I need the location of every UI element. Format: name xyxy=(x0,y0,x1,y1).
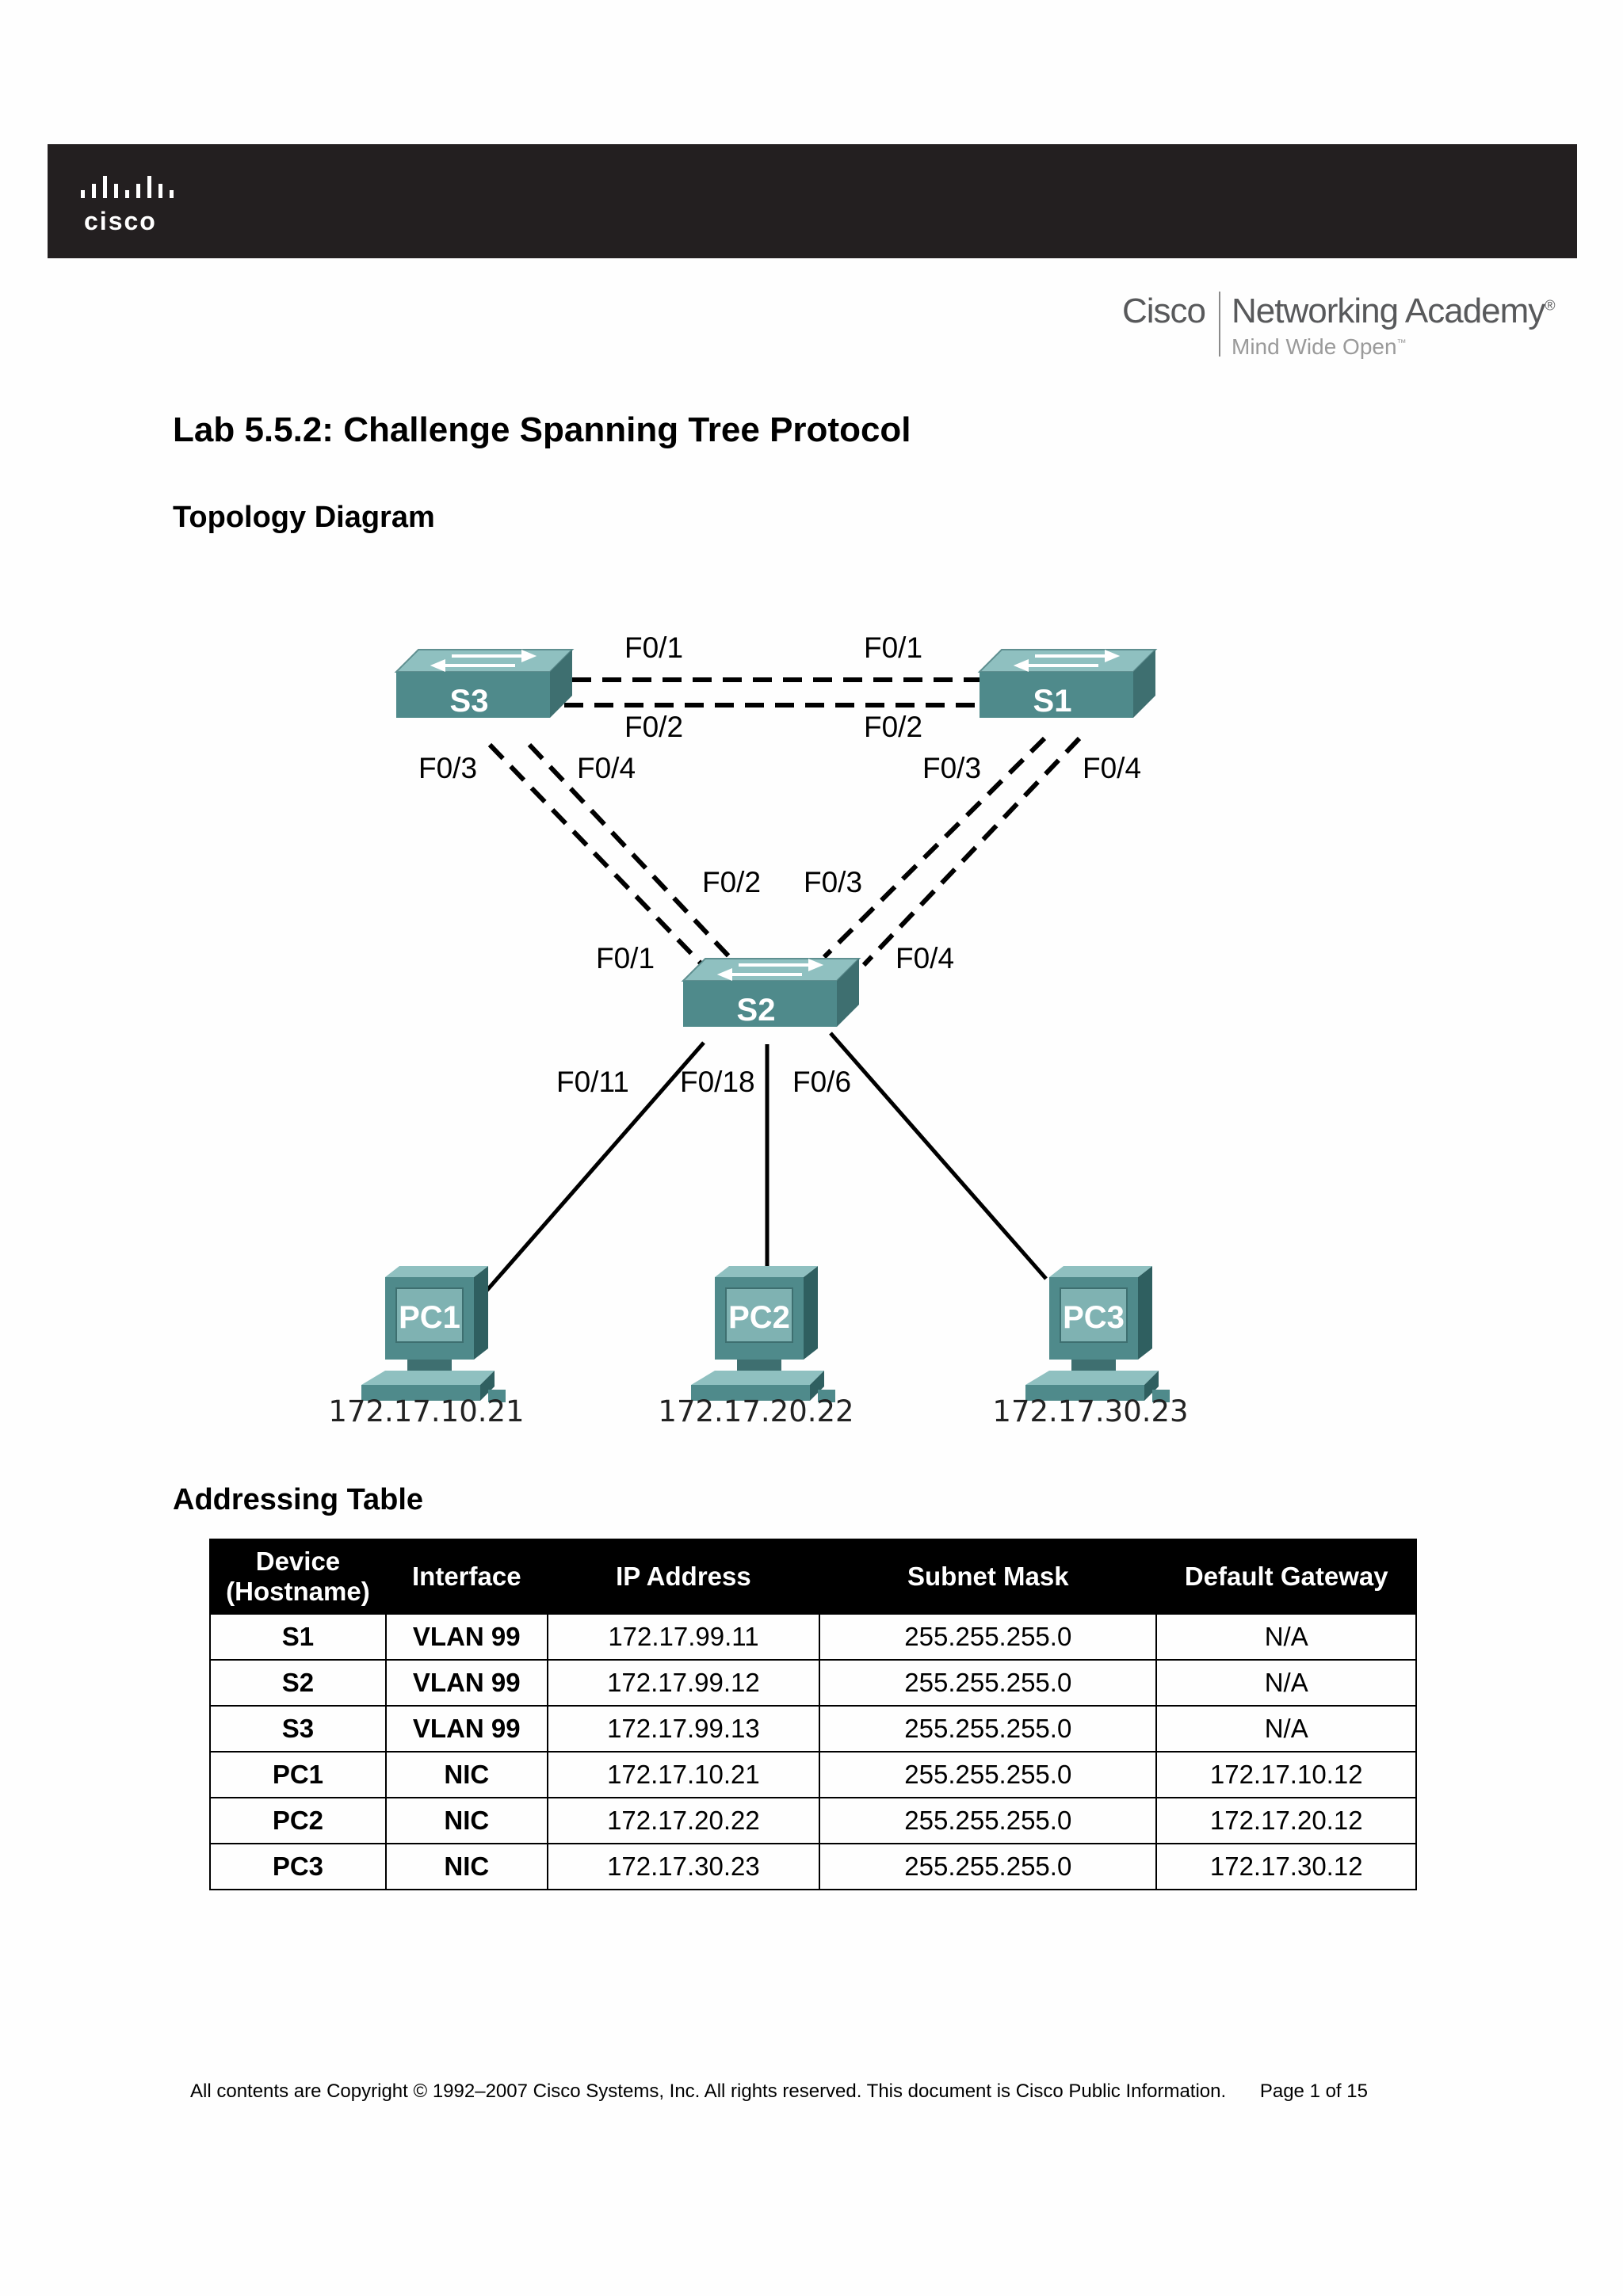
port-label: F0/3 xyxy=(418,752,477,784)
ip-cell: 172.17.99.11 xyxy=(546,1613,821,1661)
cisco-logo: cisco xyxy=(81,176,174,235)
gateway-cell: N/A xyxy=(1155,1659,1417,1707)
port-label: F0/4 xyxy=(1083,752,1141,784)
topology-heading: Topology Diagram xyxy=(173,501,435,534)
link-s2-pc1 xyxy=(480,1041,705,1298)
academy-logo: Cisco Networking Academy® Mind Wide Open… xyxy=(1122,292,1582,371)
ip-cell: 172.17.99.12 xyxy=(546,1659,821,1707)
gateway-cell: N/A xyxy=(1155,1705,1417,1753)
device-cell: PC2 xyxy=(209,1797,387,1844)
port-label: F0/6 xyxy=(792,1066,851,1098)
pc2: PC2 xyxy=(690,1265,836,1403)
port-label: F0/11 xyxy=(556,1066,629,1098)
header-bar: cisco xyxy=(48,144,1577,258)
ip-cell: 172.17.10.21 xyxy=(546,1751,821,1798)
ip-cell: 172.17.30.23 xyxy=(546,1843,821,1890)
link-s2-pc3 xyxy=(829,1032,1048,1280)
port-label: F0/4 xyxy=(896,942,954,974)
academy-tagline: Mind Wide Open™ xyxy=(1232,334,1407,359)
device-cell: S1 xyxy=(209,1613,387,1661)
mask-cell: 255.255.255.0 xyxy=(819,1705,1158,1753)
mask-cell: 255.255.255.0 xyxy=(819,1613,1158,1661)
column-header: Subnet Mask xyxy=(819,1539,1158,1615)
table-row: PC3 NIC 172.17.30.23 255.255.255.0 172.1… xyxy=(209,1843,1417,1890)
table-header-row: Device(Hostname) Interface IP Address Su… xyxy=(209,1539,1417,1615)
port-label: F0/18 xyxy=(680,1066,755,1098)
switch-s1-label: S1 xyxy=(1033,684,1072,719)
academy-name: Networking Academy® xyxy=(1232,292,1556,330)
gateway-cell: 172.17.20.12 xyxy=(1155,1797,1417,1844)
link-s1-s2-f04 xyxy=(861,736,1082,967)
interface-cell: VLAN 99 xyxy=(384,1659,548,1707)
port-label: F0/2 xyxy=(864,711,922,743)
table-row: PC2 NIC 172.17.20.22 255.255.255.0 172.1… xyxy=(209,1797,1417,1844)
ip-cell: 172.17.99.13 xyxy=(546,1705,821,1753)
column-header: Default Gateway xyxy=(1155,1539,1417,1615)
port-label: F0/1 xyxy=(596,942,655,974)
gateway-cell: 172.17.10.12 xyxy=(1155,1751,1417,1798)
pc2-ip: 172.17.20.22 xyxy=(658,1394,854,1428)
interface-cell: VLAN 99 xyxy=(384,1613,548,1661)
copyright-text: All contents are Copyright © 1992–2007 C… xyxy=(190,2081,1227,2102)
addressing-heading: Addressing Table xyxy=(173,1483,424,1516)
interface-cell: VLAN 99 xyxy=(384,1705,548,1753)
academy-divider xyxy=(1219,292,1220,357)
port-label: F0/1 xyxy=(864,631,922,664)
access-links xyxy=(480,1032,1048,1298)
device-cell: S2 xyxy=(209,1659,387,1707)
link-s1-s2-f03 xyxy=(822,736,1047,959)
interface-cell: NIC xyxy=(384,1751,548,1798)
table-row: S1 VLAN 99 172.17.99.11 255.255.255.0 N/… xyxy=(209,1613,1417,1661)
ip-cell: 172.17.20.22 xyxy=(546,1797,821,1844)
link-s3-s2-f04 xyxy=(527,742,739,967)
pc1-ip: 172.17.10.21 xyxy=(328,1394,524,1428)
switch-s2: S2 xyxy=(682,957,861,1028)
port-label: F0/2 xyxy=(702,866,761,898)
port-label: F0/3 xyxy=(804,866,862,898)
table-row: PC1 NIC 172.17.10.21 255.255.255.0 172.1… xyxy=(209,1751,1417,1798)
interface-cell: NIC xyxy=(384,1843,548,1890)
device-cell: PC1 xyxy=(209,1751,387,1798)
topology-diagram: S3 S1 S2 PC1 PC2 PC3 F0/1 F0/1 F0/2 F0/2… xyxy=(328,631,1188,1428)
switch-s1: S1 xyxy=(978,648,1157,719)
pc1: PC1 xyxy=(361,1265,506,1403)
mask-cell: 255.255.255.0 xyxy=(819,1797,1158,1844)
academy-brand: Cisco xyxy=(1122,292,1206,330)
switch-s2-label: S2 xyxy=(737,993,776,1028)
pc3: PC3 xyxy=(1025,1265,1170,1403)
column-header: Device(Hostname) xyxy=(209,1539,387,1615)
table-row: S3 VLAN 99 172.17.99.13 255.255.255.0 N/… xyxy=(209,1705,1417,1753)
pc1-label: PC1 xyxy=(399,1300,460,1335)
mask-cell: 255.255.255.0 xyxy=(819,1751,1158,1798)
column-header: IP Address xyxy=(546,1539,821,1615)
page-title: Lab 5.5.2: Challenge Spanning Tree Proto… xyxy=(173,410,911,449)
port-label: F0/2 xyxy=(624,711,683,743)
gateway-cell: 172.17.30.12 xyxy=(1155,1843,1417,1890)
table-row: S2 VLAN 99 172.17.99.12 255.255.255.0 N/… xyxy=(209,1659,1417,1707)
device-cell: PC3 xyxy=(209,1843,387,1890)
link-s3-s2-f03 xyxy=(487,742,712,975)
trunk-links xyxy=(487,677,1082,975)
pc2-label: PC2 xyxy=(728,1300,790,1335)
port-label: F0/4 xyxy=(577,752,636,784)
column-header: Interface xyxy=(384,1539,548,1615)
device-cell: S3 xyxy=(209,1705,387,1753)
interface-cell: NIC xyxy=(384,1797,548,1844)
mask-cell: 255.255.255.0 xyxy=(819,1659,1158,1707)
footer: All contents are Copyright © 1992–2007 C… xyxy=(190,2081,1368,2103)
pc3-label: PC3 xyxy=(1063,1300,1125,1335)
cisco-logo-text: cisco xyxy=(84,207,157,235)
gateway-cell: N/A xyxy=(1155,1613,1417,1661)
page-number: Page 1 of 15 xyxy=(1259,2081,1368,2102)
mask-cell: 255.255.255.0 xyxy=(819,1843,1158,1890)
port-label: F0/1 xyxy=(624,631,683,664)
addressing-table: Device(Hostname) Interface IP Address Su… xyxy=(209,1539,1417,1890)
port-label: F0/3 xyxy=(922,752,981,784)
switch-s3-label: S3 xyxy=(450,684,489,719)
switch-s3: S3 xyxy=(395,648,574,719)
pc3-ip: 172.17.30.23 xyxy=(992,1394,1188,1428)
